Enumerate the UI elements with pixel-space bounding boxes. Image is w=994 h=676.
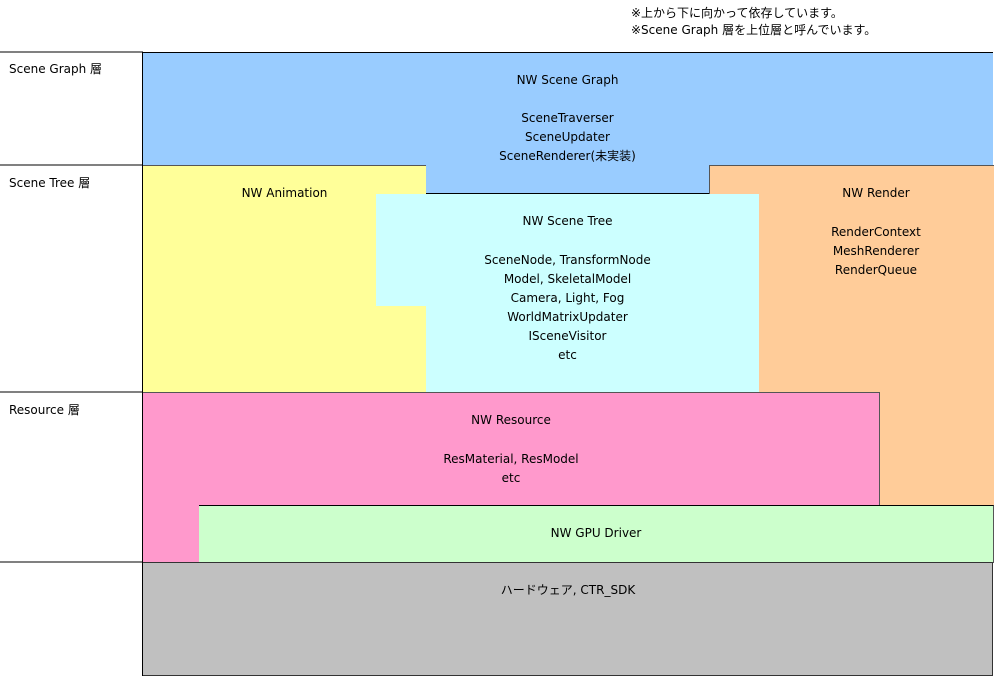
layer-label-scene-tree: Scene Tree 層 — [9, 176, 91, 190]
diagram-left-border — [142, 52, 143, 676]
resource-item: ResMaterial, ResModel — [443, 452, 579, 466]
layer-label-resource: Resource 層 — [9, 403, 80, 417]
scene-graph-title: NW Scene Graph — [516, 73, 619, 87]
scene-graph-block — [143, 52, 993, 166]
render-item: MeshRenderer — [832, 244, 920, 258]
scene-tree-item: etc — [558, 348, 577, 362]
scene-tree-block — [376, 194, 759, 306]
hardware-title: ハードウェア, CTR_SDK — [500, 583, 636, 597]
gpu-driver-title: NW GPU Driver — [550, 526, 642, 540]
gpu-driver-block — [199, 505, 994, 563]
scene-tree-item: SceneNode, TransformNode — [484, 253, 651, 267]
resource-title: NW Resource — [471, 413, 551, 427]
layer-label-scene-graph: Scene Graph 層 — [9, 62, 103, 76]
scene-tree-item: WorldMatrixUpdater — [507, 310, 628, 324]
dependency-note: ※上から下に向かって依存しています。 — [631, 6, 843, 20]
scene-graph-item: SceneTraverser — [521, 111, 614, 125]
render-title: NW Render — [842, 186, 910, 200]
resource-block-lower — [143, 505, 199, 562]
scene-tree-title: NW Scene Tree — [522, 214, 613, 228]
scene-tree-item: ISceneVisitor — [528, 329, 607, 343]
animation-title: NW Animation — [241, 186, 328, 200]
render-item: RenderQueue — [834, 263, 918, 277]
hardware-block — [143, 562, 993, 676]
resource-item: etc — [501, 471, 521, 485]
scene-graph-item: SceneRenderer(未実装) — [499, 149, 636, 163]
layer-separator — [0, 51, 143, 53]
render-item: RenderContext — [831, 225, 921, 239]
scene-graph-block-extension — [426, 165, 709, 194]
scene-tree-item: Model, SkeletalModel — [503, 272, 632, 286]
scene-tree-block-lower — [426, 306, 759, 392]
scene-tree-item: Camera, Light, Fog — [510, 291, 625, 305]
layer-separator — [0, 391, 143, 393]
layer-separator — [0, 561, 143, 563]
upper-layer-note: ※Scene Graph 層を上位層と呼んでいます。 — [631, 23, 877, 37]
scene-graph-item: SceneUpdater — [525, 130, 610, 144]
resource-block — [143, 392, 880, 506]
layer-separator — [0, 164, 143, 166]
